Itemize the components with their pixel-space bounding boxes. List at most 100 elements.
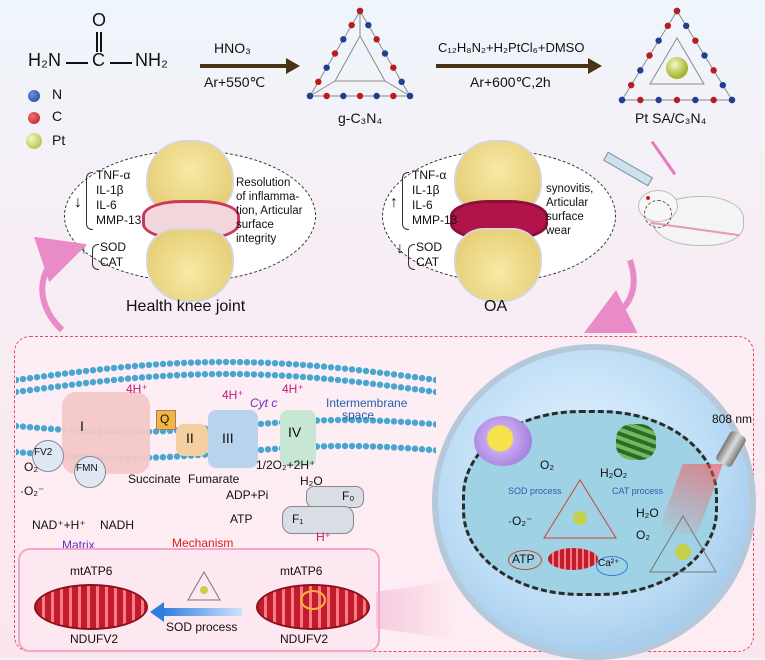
succinate-label: Succinate <box>128 472 181 486</box>
complex-ii <box>176 424 208 456</box>
fmn-label: FMN <box>76 463 98 474</box>
step2-arrowhead <box>588 58 602 74</box>
nitrogen-atom-icon <box>637 67 644 74</box>
oa-down-arrow: ↓ <box>396 240 404 257</box>
healthy-description: Resolution of inflamma- tion, Articular … <box>236 177 303 245</box>
carbon-atom-icon <box>373 36 380 43</box>
product2-label: Pt SA/C₃N₄ <box>635 110 707 126</box>
q-label: Q <box>160 412 170 426</box>
complex-iv-label: IV <box>288 424 302 440</box>
healthy-joint-label: Health knee joint <box>126 298 246 315</box>
rat-illustration <box>632 182 752 252</box>
nitrogen-atom-icon <box>618 96 626 104</box>
carbon-atom-icon <box>673 96 681 104</box>
laser-label: 808 nm <box>712 412 753 426</box>
urea-nh2: NH₂ <box>135 50 168 70</box>
cell-o2b: O₂ <box>636 528 650 542</box>
complex-iii-label: III <box>222 430 234 446</box>
healthy-marker: IL-6 <box>96 198 117 212</box>
carbon-atom-icon <box>710 67 717 74</box>
atp-label: ATP <box>230 512 253 526</box>
nitrogen-atom-icon <box>365 21 372 29</box>
intermembrane-label-2: space <box>342 408 375 422</box>
legend-c-icon <box>28 112 40 124</box>
carbon-atom-icon <box>664 22 672 30</box>
golgi-icon <box>616 424 656 460</box>
sod-process-arrowhead <box>150 602 164 622</box>
legend-pt-label: Pt <box>52 132 66 148</box>
pt-sa-particle <box>649 515 717 573</box>
legend-pt-icon <box>26 133 42 149</box>
mechanism-title: Mechanism <box>172 536 234 550</box>
carbon-atom-icon <box>646 52 653 59</box>
urea-bond-right <box>110 62 132 64</box>
fmn-node <box>74 456 106 488</box>
nitrogen-atom-icon <box>728 96 736 104</box>
cyt-c-label: Cyt c <box>250 396 278 410</box>
complex-iv <box>280 410 316 466</box>
carbon-atom-icon <box>323 92 330 100</box>
carbon-atom-icon <box>348 21 355 29</box>
carbon-atom-icon <box>390 92 397 100</box>
legend-c-label: C <box>52 108 63 124</box>
healthy-down-arrow: ↓ <box>74 194 82 211</box>
carbon-atom-icon <box>692 37 699 44</box>
carbon-atom-icon <box>637 96 644 104</box>
nitrogen-atom-icon <box>306 92 314 100</box>
oa-marker: IL-6 <box>412 198 433 212</box>
oa-marker: MMP-13 <box>412 213 458 227</box>
step1-arrowhead <box>286 58 300 74</box>
complex-i-label: I <box>80 418 84 434</box>
step2-condition: Ar+600℃,2h <box>470 74 551 90</box>
fv2-label: FV2 <box>34 447 53 458</box>
cell-o2: O₂ <box>540 458 554 472</box>
f1-label: F₁ <box>292 512 304 526</box>
oa-marker: IL-1β <box>412 183 440 197</box>
complex-iii <box>208 410 258 468</box>
oxygen-reaction-label: 1/2O₂+2H⁺ <box>256 458 316 472</box>
carbon-atom-icon <box>315 78 322 86</box>
knee-zoom-circle <box>644 200 672 228</box>
healthy-marker: MMP-13 <box>96 213 142 227</box>
oa-marker: TNF-α <box>412 168 447 182</box>
cell-ca: Ca²⁺ <box>598 558 620 569</box>
atp-badge <box>508 550 542 570</box>
step2-arrow <box>436 64 588 68</box>
carbon-atom-icon <box>331 50 339 57</box>
nadh-label: NADH <box>100 518 135 532</box>
mito-right-top: mtATP6 <box>280 564 323 578</box>
cell-h2o: H₂O <box>636 506 659 520</box>
pt-atom-icon <box>666 57 688 79</box>
cell-mito-icon <box>548 548 598 570</box>
mito-left-image <box>34 584 148 630</box>
mito-right-bottom: NDUFV2 <box>280 632 329 646</box>
q-node <box>156 410 176 430</box>
healthy-marker: CAT <box>100 255 124 269</box>
oa-marker: CAT <box>416 255 440 269</box>
carbon-atom-icon <box>356 7 364 15</box>
oa-label: OA <box>484 298 508 315</box>
nad-label: NAD⁺+H⁺ <box>32 518 86 532</box>
water-label: H₂O <box>300 474 323 488</box>
fumarate-label: Fumarate <box>188 472 240 486</box>
urea-c: C <box>92 50 105 70</box>
fv2-node <box>32 440 64 472</box>
cell-nanozyme <box>543 479 617 539</box>
cell-cat: CAT process <box>612 486 664 496</box>
nitrogen-atom-icon <box>323 64 330 71</box>
nanozyme-icon <box>187 570 221 601</box>
adp-label: ADP+Pi <box>226 488 269 502</box>
nitrogen-atom-icon <box>373 92 380 100</box>
f0-label: F₀ <box>342 489 355 503</box>
nitrogen-atom-icon <box>655 37 662 44</box>
atom-dots <box>306 7 736 104</box>
carbon-atom-icon <box>356 92 364 100</box>
atp-synthase-f0 <box>306 486 364 508</box>
atp-synthase-f1 <box>282 506 354 534</box>
oa-marker: SOD <box>416 240 443 254</box>
intermembrane-label-1: Intermembrane <box>326 396 408 410</box>
healthy-marker: TNF-α <box>96 168 131 182</box>
nitrogen-atom-icon <box>381 50 389 57</box>
urea-double-bond <box>96 32 102 52</box>
mito-left-bottom: NDUFV2 <box>70 632 119 646</box>
